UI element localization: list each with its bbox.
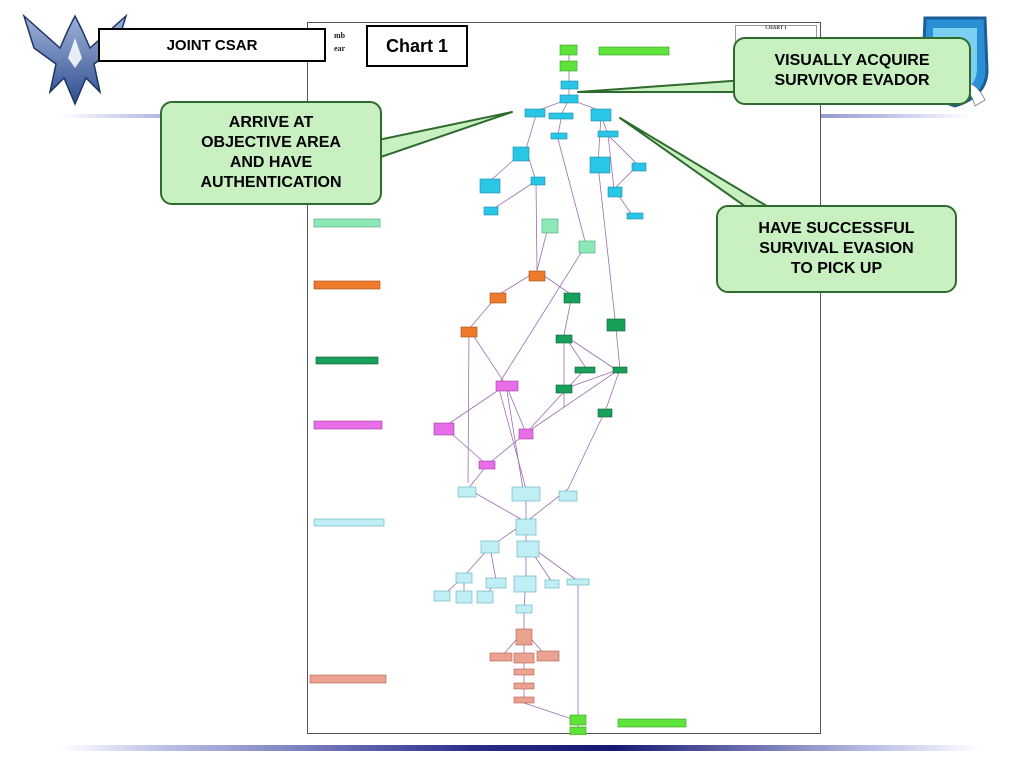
air-force-wings-logo <box>22 13 128 106</box>
page-title: JOINT CSAR <box>98 28 326 62</box>
pointer-arrive-objective <box>377 111 513 159</box>
chart-label: Chart 1 <box>366 25 468 67</box>
document-heading-line-1: mb <box>334 31 346 40</box>
flowchart-connectors <box>442 55 639 735</box>
callout-arrive-objective: ARRIVE AT OBJECTIVE AREA AND HAVE AUTHEN… <box>160 101 382 205</box>
callout-successful-evasion: HAVE SUCCESSFUL SURVIVAL EVASION TO PICK… <box>716 205 957 293</box>
document-heading: mb ear <box>334 29 345 55</box>
flowchart-nodes <box>309 44 687 735</box>
callout-visually-acquire: VISUALLY ACQUIRE SURVIVOR EVADOR <box>733 37 971 105</box>
document-heading-line-2: ear <box>334 44 346 53</box>
pointer-visually-acquire <box>577 79 746 93</box>
flowchart-graphic <box>309 44 687 735</box>
pointer-successful-evasion <box>619 117 771 215</box>
footer-rule <box>60 745 980 751</box>
